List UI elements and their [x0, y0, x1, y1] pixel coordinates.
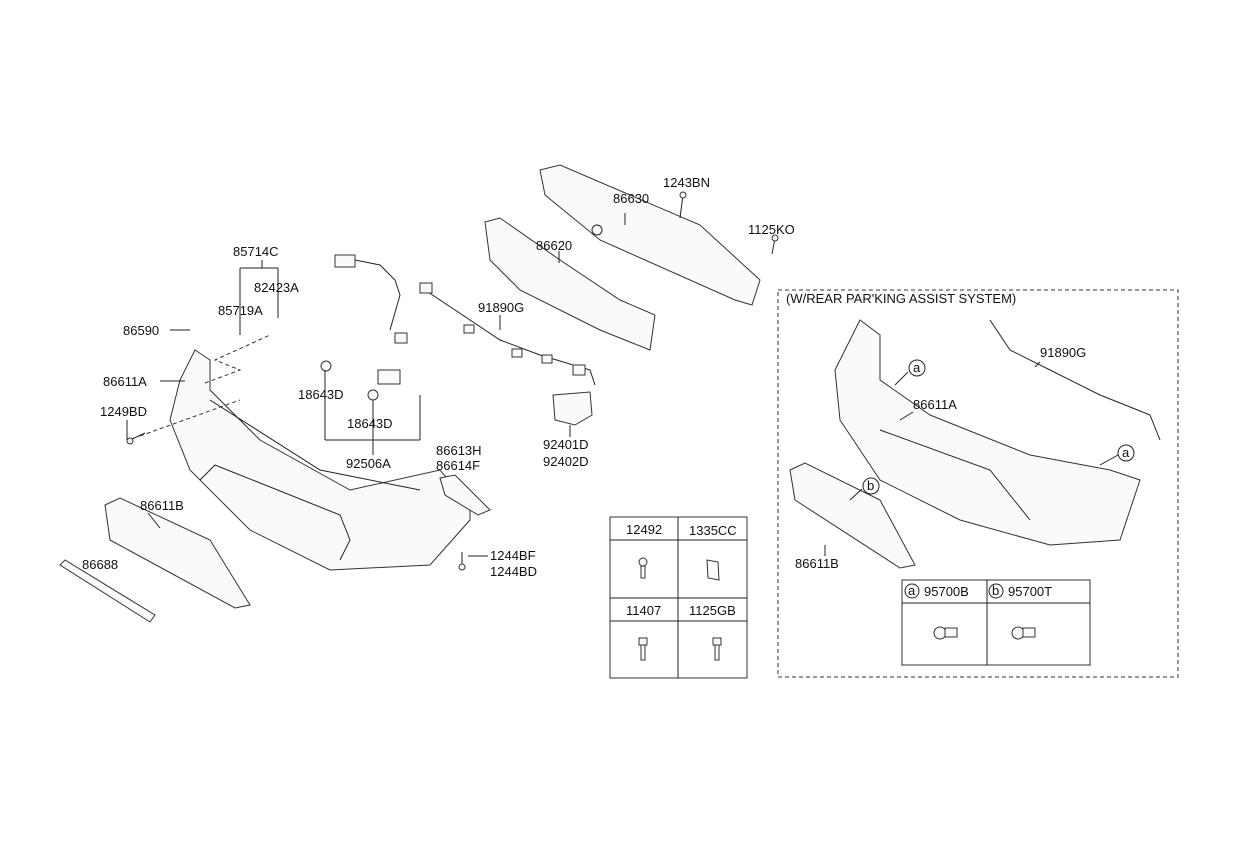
part-number-label: 1244BD [490, 564, 537, 579]
wiring-harness [989, 319, 1161, 441]
screw-icon [638, 557, 648, 579]
rear-bumper-cover [169, 349, 471, 571]
marker-a-icon [1117, 444, 1135, 462]
sensor-table: a 95700B b 95700T [901, 579, 1091, 666]
part-number-label: 86590 [123, 323, 159, 338]
energy-absorber [484, 217, 656, 351]
part-number-label: 86611B [140, 498, 184, 513]
part-number-label: 92401D [543, 437, 589, 452]
part-number-label: 92506A [346, 456, 391, 471]
marker-a: a [1122, 445, 1130, 460]
license-lamp-assembly [320, 254, 408, 401]
part-number-label: 86611A [913, 397, 957, 412]
part-labels: 1243BN 86630 86620 1125KO 91890G 85714C … [82, 175, 795, 579]
part-number-label: 1243BN [663, 175, 710, 190]
rear-bumper-cover [834, 319, 1141, 546]
fastener-label: 1125GB [689, 603, 736, 618]
part-number-label: 91890G [478, 300, 524, 315]
sensor-part-label: 95700B [924, 584, 969, 599]
part-number-label: 82423A [254, 280, 299, 295]
part-number-label: 86613H [436, 443, 482, 458]
fastener-table: 12492 1335CC 11407 1125GB [609, 516, 748, 679]
part-number-label: 1125KO [748, 222, 795, 237]
clip-nut-icon [706, 559, 720, 581]
lower-strip [59, 559, 156, 623]
part-number-label: 1249BD [100, 404, 147, 419]
parking-sensor-icon [933, 626, 958, 640]
part-number-label: 86611A [103, 374, 147, 389]
sensor-marker: a [908, 583, 916, 598]
part-number-label: 1244BF [490, 548, 536, 563]
bolt-icon [712, 637, 722, 661]
part-number-label: 92402D [543, 454, 589, 469]
reflector-lamp [552, 391, 593, 426]
parking-sensor-icon [1011, 626, 1036, 640]
marker-a-icon [908, 359, 926, 377]
part-number-label: 85714C [233, 244, 279, 259]
part-number-label: 86614F [436, 458, 480, 473]
fastener-label: 1335CC [689, 523, 737, 538]
bumper-beam [539, 164, 761, 306]
part-number-label: 91890G [1040, 345, 1086, 360]
side-bracket [439, 474, 491, 516]
leader-lines [126, 213, 626, 557]
marker-b-icon [862, 477, 880, 495]
marker-a: a [913, 360, 921, 375]
bolt-icon [126, 191, 779, 571]
bolt-icon [638, 637, 648, 661]
wiring-harness [419, 282, 596, 386]
sensor-marker: b [992, 583, 999, 598]
part-number-label: 86630 [613, 191, 649, 206]
fastener-label: 11407 [626, 603, 661, 618]
sensor-part-label: 95700T [1008, 584, 1052, 599]
lower-garnish [104, 497, 251, 609]
part-number-label: 18643D [347, 416, 393, 431]
part-number-label: 86620 [536, 238, 572, 253]
part-number-label: 86688 [82, 557, 118, 572]
part-number-label: 85719A [218, 303, 263, 318]
part-number-label: 86611B [795, 556, 839, 571]
inset-title: (W/REAR PAR'KING ASSIST SYSTEM) [786, 291, 1016, 306]
marker-b: b [867, 478, 874, 493]
part-number-label: 18643D [298, 387, 344, 402]
lower-garnish [789, 462, 916, 569]
fastener-label: 12492 [626, 522, 662, 537]
parking-assist-inset: (W/REAR PAR'KING ASSIST SYSTEM) a a b 91… [777, 289, 1179, 678]
